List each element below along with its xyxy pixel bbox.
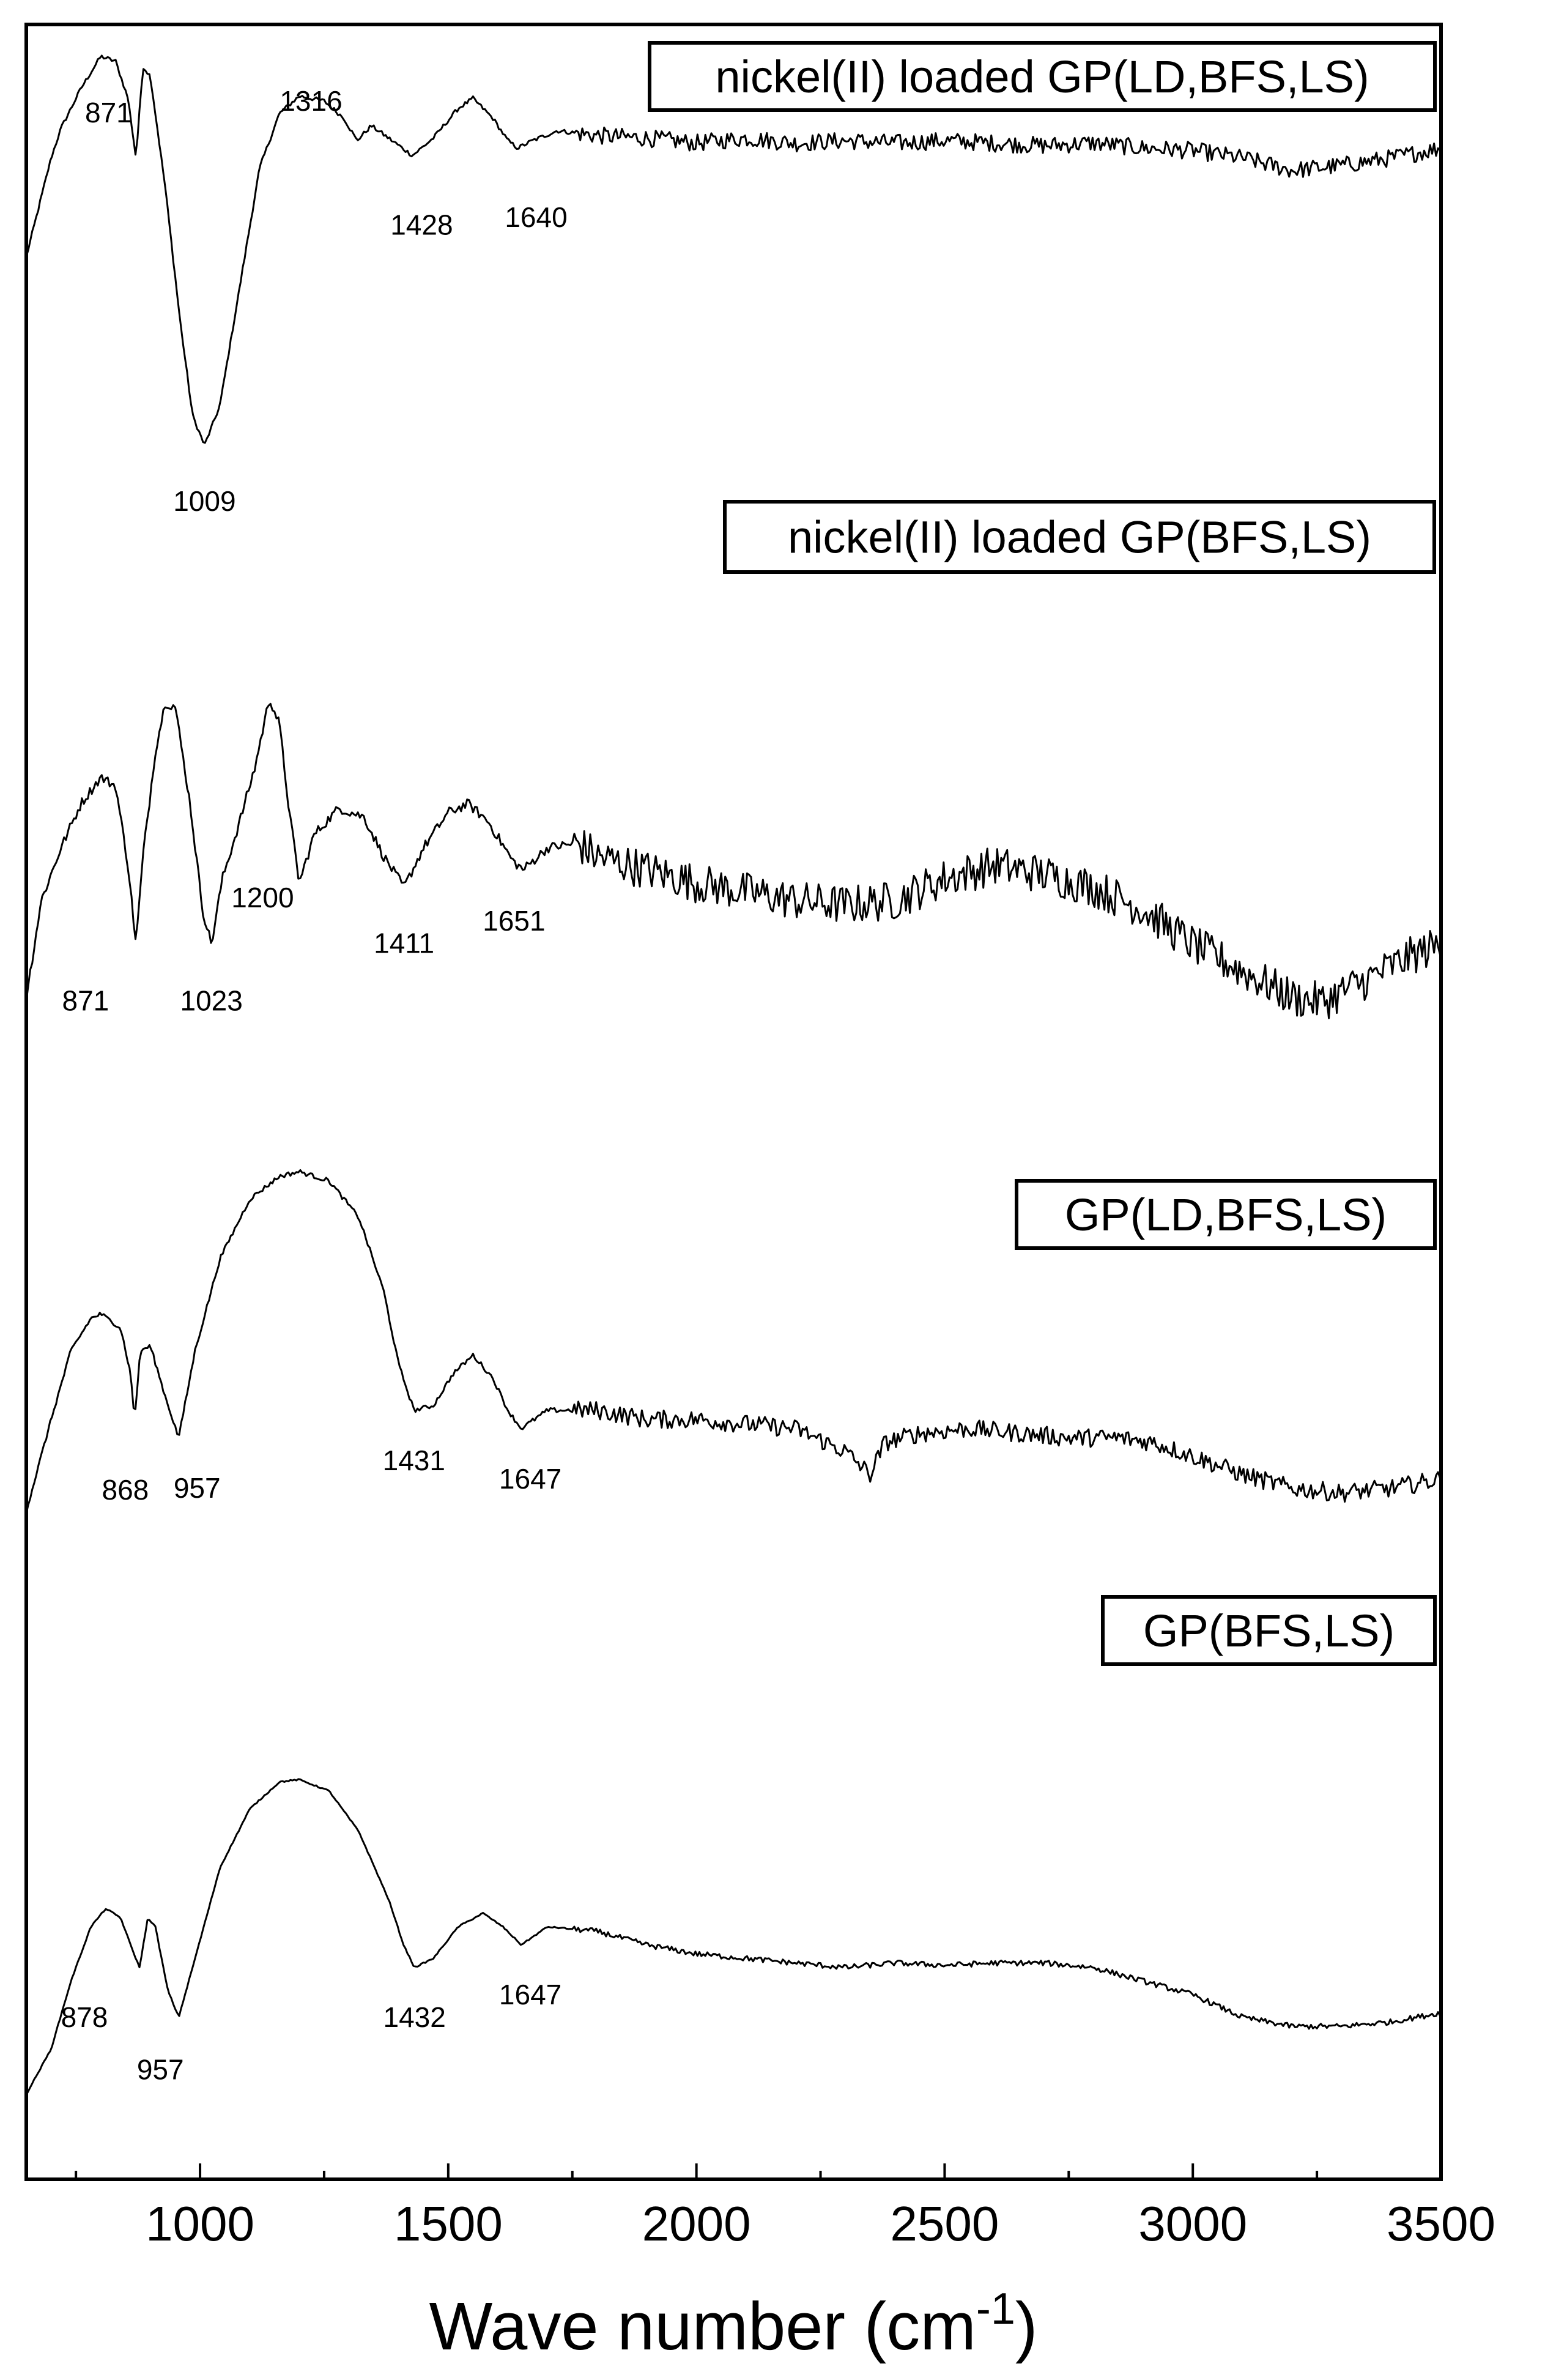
peak-label: 1411 bbox=[374, 928, 434, 959]
legend-label: GP(LD,BFS,LS) bbox=[1065, 1189, 1387, 1240]
x-axis-title-close: ) bbox=[1015, 2289, 1038, 2364]
series-line bbox=[25, 1169, 1441, 1514]
legend-box bbox=[723, 500, 1436, 574]
series-group: 868 957 1431 1647 bbox=[25, 1169, 1441, 1514]
legend-box bbox=[1101, 1595, 1437, 1666]
plot-area: 871 1009 1316 1428 1640 871 1023 1200 1411 1651 86… bbox=[25, 54, 1441, 2096]
legend-label: GP(BFS,LS) bbox=[1143, 1605, 1395, 1656]
legend-box bbox=[1015, 1179, 1437, 1250]
x-tick-label: 1500 bbox=[394, 2196, 503, 2251]
peak-label: 871 bbox=[85, 97, 132, 128]
x-tick-label: 2500 bbox=[890, 2196, 999, 2251]
peak-label: 1647 bbox=[499, 1463, 561, 1495]
x-tick-label: 3000 bbox=[1138, 2196, 1247, 2251]
peak-label: 1651 bbox=[483, 905, 545, 937]
x-axis: 1000 1500 2000 2500 3000 3500 bbox=[75, 2163, 1495, 2251]
x-axis-title-text: Wave number (cm bbox=[429, 2289, 976, 2364]
peak-label: 871 bbox=[62, 984, 109, 1016]
peak-label: 1431 bbox=[383, 1445, 445, 1476]
peak-label: 1640 bbox=[505, 201, 567, 233]
x-tick-label: 3500 bbox=[1387, 2196, 1495, 2251]
peak-label: 1009 bbox=[173, 485, 235, 517]
peak-label: 878 bbox=[61, 2001, 108, 2033]
peak-label: 957 bbox=[137, 2053, 184, 2085]
peak-label: 1428 bbox=[390, 209, 453, 240]
x-axis-title-exponent: -1 bbox=[976, 2285, 1015, 2334]
x-tick-label: 2000 bbox=[642, 2196, 751, 2251]
peak-label: 957 bbox=[174, 1472, 221, 1504]
legend-label: nickel(II) loaded GP(BFS,LS) bbox=[788, 512, 1371, 563]
peak-label: 1432 bbox=[383, 2001, 446, 2033]
peak-label: 1023 bbox=[180, 984, 243, 1016]
peak-label: 868 bbox=[102, 1474, 149, 1506]
series-group: 871 1009 1316 1428 1640 bbox=[25, 54, 1441, 517]
x-axis-title: Wave number (cm-1) bbox=[429, 2285, 1037, 2364]
x-tick-label: 1000 bbox=[146, 2196, 254, 2251]
plot-frame bbox=[24, 23, 1443, 2181]
peak-label: 1647 bbox=[499, 1979, 561, 2010]
series-line bbox=[25, 702, 1441, 1019]
legend-box bbox=[648, 41, 1437, 112]
peak-label: 1200 bbox=[231, 882, 294, 913]
series-group: 871 1023 1200 1411 1651 bbox=[25, 702, 1441, 1019]
peak-label: 1316 bbox=[280, 85, 342, 117]
series-line bbox=[25, 1778, 1441, 2096]
legend-label: nickel(II) loaded GP(LD,BFS,LS) bbox=[715, 51, 1369, 102]
series-group: 878 957 1432 1647 bbox=[25, 1778, 1441, 2096]
series-line bbox=[25, 54, 1441, 444]
